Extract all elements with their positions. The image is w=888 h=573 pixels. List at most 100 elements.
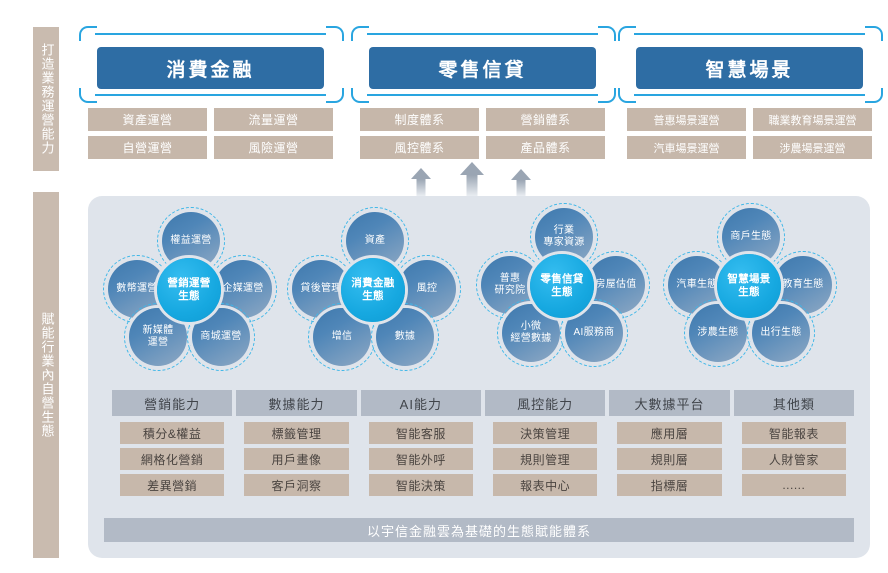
pillar-cell: 資產運營 <box>88 108 207 131</box>
bubble-label-line2: 研究院 <box>494 285 526 296</box>
bubble-label: 新媒體運營 <box>141 325 176 349</box>
bubble-node[interactable]: 資產 <box>341 207 409 275</box>
bubble-center-line1: 消費金融 <box>351 277 395 290</box>
dashed-ring <box>187 303 255 371</box>
capability-item: 指標層 <box>617 474 722 496</box>
bracket-right-icon <box>598 26 616 103</box>
bubble-node[interactable]: 涉農生態 <box>684 299 752 367</box>
bracket-rule-top <box>367 33 598 35</box>
bubble-center[interactable]: 智慧場景生態 <box>717 254 781 318</box>
bubble-label: 企媒運營 <box>222 282 264 294</box>
capability-item: 積分&權益 <box>120 422 225 444</box>
bracket-rule-bottom <box>634 94 865 96</box>
bubble-node[interactable]: 教育生態 <box>769 251 837 319</box>
pillar-cell-grid: 制度體系 營銷體系 風控體系 產品體系 <box>360 108 605 159</box>
capability-item: 用戶畫像 <box>244 448 349 470</box>
bubble-label: 資產 <box>364 234 386 246</box>
capability-column: AI能力 智能客服 智能外呼 智能決策 <box>360 390 481 500</box>
capability-item: 智能外呼 <box>368 448 473 470</box>
bubble-node[interactable]: 行業專家資源 <box>530 203 598 271</box>
bubble-center-label: 零售信貸生態 <box>538 273 585 299</box>
bubble-label-line1: 普惠 <box>499 272 521 284</box>
bracket-left-icon <box>618 26 636 103</box>
bubble-center-label: 消費金融生態 <box>349 277 396 303</box>
pillar-consumer-finance: 消費金融 資產運營 流量運營 自營運營 風險運營 <box>79 26 344 159</box>
bubble-center-line2: 生態 <box>362 290 384 302</box>
capability-column: 其他類 智能報表 人財管家 ...... <box>733 390 854 500</box>
bubble-label: 小微經營數據 <box>508 321 553 345</box>
side-label-empower-ecosystem: 賦能行業內自營生態 <box>33 192 59 558</box>
bubble-center-line2: 生態 <box>551 286 573 298</box>
bubble-label-line1: 行業 <box>553 224 575 236</box>
capability-item: 報表中心 <box>493 474 598 496</box>
pillar-cell: 產品體系 <box>486 136 605 159</box>
bubble-label-line2: 經營數據 <box>510 333 552 344</box>
pillar-cell: 流量運營 <box>214 108 333 131</box>
bubble-node[interactable]: 數據 <box>371 303 439 371</box>
bubble-center[interactable]: 營銷運營生態 <box>157 258 221 322</box>
bubble-label: 數幣運營 <box>116 282 158 294</box>
capability-column: 大數據平台 應用層 規則層 指標層 <box>609 390 730 500</box>
pillar-title: 零售信貸 <box>369 47 596 89</box>
pillar-header-frame: 智慧場景 <box>618 26 883 103</box>
pillar-cell: 普惠場景運營 <box>627 108 746 131</box>
dashed-ring <box>371 303 439 371</box>
bubble-center-line2: 生態 <box>738 286 760 298</box>
capability-item: 智能客服 <box>368 422 473 444</box>
cluster-consumer-finance-ecosystem: 資產 貸後管理 消費金融生態 風控 增信 數據 <box>287 207 468 382</box>
bubble-label: AI服務商 <box>573 326 615 338</box>
bubble-label-line1: 小微 <box>520 320 542 332</box>
pillar-cell: 自營運營 <box>88 136 207 159</box>
bubble-center[interactable]: 零售信貸生態 <box>530 254 594 318</box>
pillar-title: 智慧場景 <box>636 47 863 89</box>
bubble-label: 行業專家資源 <box>541 225 586 249</box>
pillar-smart-scenario: 智慧場景 普惠場景運營 職業教育場景運營 汽車場景運營 涉農場景運營 <box>618 26 883 159</box>
capability-item: 差異營銷 <box>120 474 225 496</box>
bubble-center-label: 營銷運營生態 <box>165 277 212 303</box>
bubble-node[interactable]: 新媒體運營 <box>124 303 192 371</box>
capability-item: 客戶洞察 <box>244 474 349 496</box>
bubble-label-line1: 新媒體 <box>142 324 174 336</box>
bubble-node[interactable]: 汽車生態 <box>663 251 731 319</box>
bubble-label: 商城運營 <box>200 330 242 342</box>
capability-item: 智能報表 <box>741 422 846 444</box>
pillar-cell-grid: 資產運營 流量運營 自營運營 風險運營 <box>88 108 333 159</box>
bubble-center-line1: 零售信貸 <box>540 273 584 286</box>
capability-column-header: 風控能力 <box>485 390 606 416</box>
arrow-shaft <box>416 179 426 196</box>
pillar-header-frame: 零售信貸 <box>351 26 616 103</box>
bracket-left-icon <box>351 26 369 103</box>
pillar-cell: 汽車場景運營 <box>627 136 746 159</box>
capability-column-header: 數據能力 <box>236 390 357 416</box>
bubble-label-line2: 專家資源 <box>543 237 585 248</box>
pillar-header-frame: 消費金融 <box>79 26 344 103</box>
pillar-cell: 風控體系 <box>360 136 479 159</box>
bubble-label: 風控 <box>416 282 438 294</box>
bubble-label: 教育生態 <box>782 278 824 290</box>
cluster-marketing-ecosystem: 權益運營 數幣運營 營銷運營生態 企媒運營 新媒體運營 商城運營 <box>103 207 284 382</box>
bubble-label-line2: 運營 <box>147 337 169 348</box>
bubble-center-label: 智慧場景生態 <box>725 273 772 299</box>
bubble-label: 汽車生態 <box>676 278 718 290</box>
foundation-bar: 以宇信金融雲為基礎的生態賦能體系 <box>104 518 854 542</box>
capability-column-header: 其他類 <box>733 390 854 416</box>
pillar-cell-grid: 普惠場景運營 職業教育場景運營 汽車場景運營 涉農場景運營 <box>627 108 872 159</box>
bracket-rule-bottom <box>95 94 326 96</box>
capability-item: 標籤管理 <box>244 422 349 444</box>
side-label-build-capability: 打造業務運營能力 <box>33 27 59 171</box>
arrow-head <box>511 169 531 180</box>
capability-item: ...... <box>741 474 846 496</box>
pillar-cell: 制度體系 <box>360 108 479 131</box>
capability-column-header: 營銷能力 <box>112 390 233 416</box>
arrow-head <box>411 168 431 179</box>
bubble-center-line1: 營銷運營 <box>167 277 211 290</box>
capability-item: 人財管家 <box>741 448 846 470</box>
capability-column-header: 大數據平台 <box>609 390 730 416</box>
capability-item: 決策管理 <box>493 422 598 444</box>
bubble-label: 普惠研究院 <box>493 273 528 297</box>
capability-item: 網格化營銷 <box>120 448 225 470</box>
arrow-shaft <box>466 175 478 196</box>
bracket-left-icon <box>79 26 97 103</box>
pillar-title: 消費金融 <box>97 47 324 89</box>
bubble-center[interactable]: 消費金融生態 <box>341 258 405 322</box>
